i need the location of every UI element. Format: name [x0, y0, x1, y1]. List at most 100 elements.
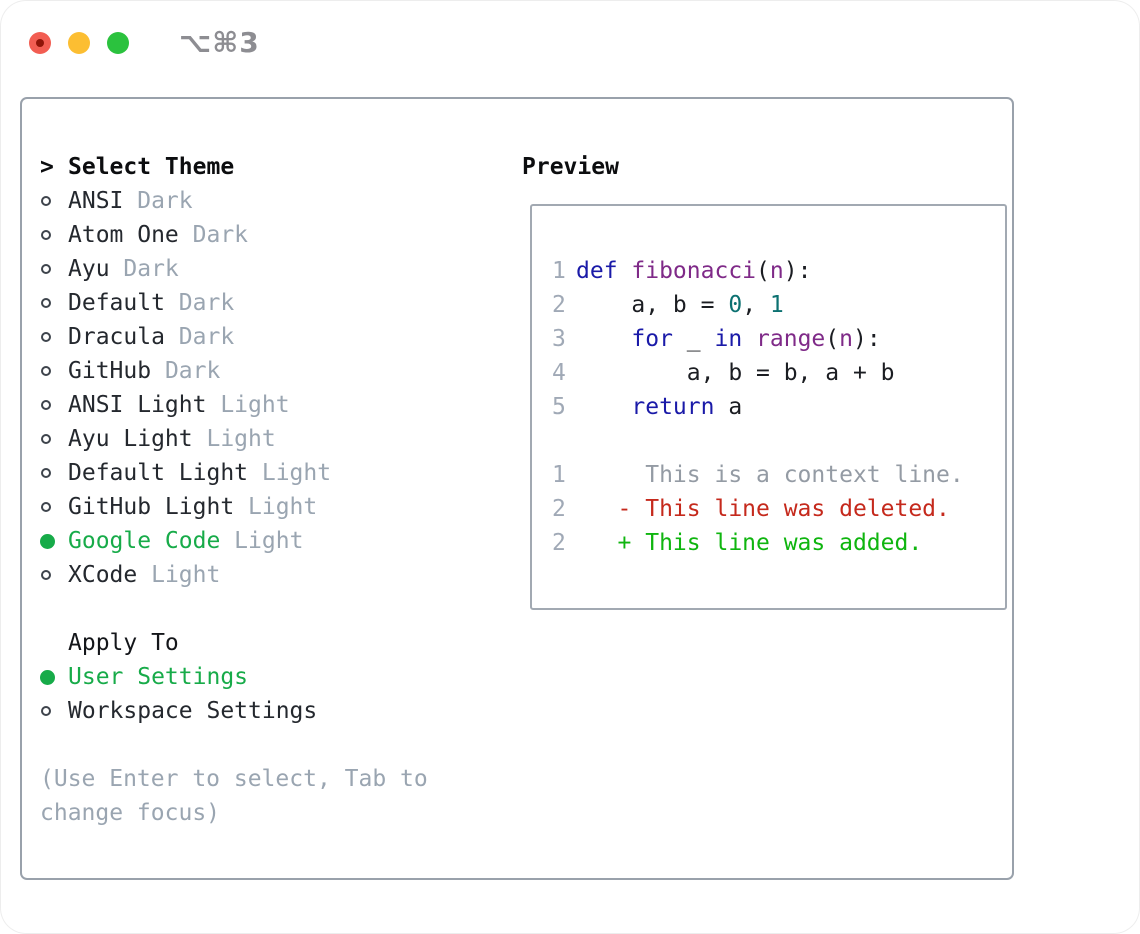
theme-option[interactable]: Ayu Light Light [40, 422, 502, 456]
theme-option[interactable]: ANSI Dark [40, 184, 502, 218]
code-token-plain [576, 326, 631, 352]
option-label: Ayu Light [68, 426, 193, 452]
option-variant-label: Light [192, 426, 276, 452]
code-token-plain: ): [783, 258, 812, 284]
preview-code-line: 2 a, b = 0, 1 [552, 288, 1005, 322]
code-token-plain: ( [756, 258, 770, 284]
option-label: Google Code [68, 528, 221, 554]
radio-unselected-icon [41, 502, 51, 512]
code-token-added: + This line was added. [576, 530, 923, 556]
theme-option[interactable]: Default Light Light [40, 456, 502, 490]
preview-code-line [552, 424, 1005, 458]
radio-unselected-icon [41, 332, 51, 342]
prompt-caret-icon: > [40, 154, 54, 180]
option-label: GitHub Light [68, 494, 235, 520]
theme-option[interactable]: ANSI Light Light [40, 388, 502, 422]
code-token-keyword: return [631, 394, 715, 420]
option-label: GitHub [68, 358, 152, 384]
theme-option[interactable]: GitHub Light Light [40, 490, 502, 524]
radio-unselected-icon [41, 570, 51, 580]
radio-unselected-icon [41, 468, 51, 478]
theme-option[interactable]: Atom One Dark [40, 218, 502, 252]
keyboard-hint: (Use Enter to select, Tab to change focu… [40, 766, 428, 826]
option-label: Default Light [68, 460, 249, 486]
option-label: User Settings [68, 664, 249, 690]
option-label: Atom One [68, 222, 179, 248]
line-number: 1 [552, 258, 566, 284]
code-token-function: n [769, 258, 784, 284]
apply-to-option[interactable]: User Settings [40, 660, 502, 694]
code-token-function: range [756, 326, 826, 352]
line-number: 2 [552, 530, 566, 556]
option-variant-label: Light [248, 460, 332, 486]
close-button-icon[interactable] [29, 31, 51, 54]
code-token-deleted: - This line was deleted. [576, 496, 950, 522]
preview-code-line: 5 return a [552, 390, 1005, 424]
code-token-keyword: def [576, 258, 632, 284]
radio-unselected-icon [41, 196, 51, 206]
code-token-plain: , [742, 292, 770, 318]
apply-to-option[interactable]: Workspace Settings [40, 694, 502, 728]
code-token-keyword: in [714, 326, 743, 352]
theme-option[interactable]: Dracula Dark [40, 320, 502, 354]
option-variant-label: Dark [151, 358, 221, 384]
preview-code-line: 2 - This line was deleted. [552, 492, 1005, 526]
radio-unselected-icon [41, 366, 51, 376]
code-token-keyword: for [631, 326, 673, 352]
radio-unselected-icon [41, 298, 51, 308]
titlebar: ⌥⌘3 [29, 26, 260, 59]
line-number: 2 [552, 292, 566, 318]
theme-option[interactable]: GitHub Dark [40, 354, 502, 388]
select-theme-header: > Select Theme [40, 150, 502, 184]
zoom-button-icon[interactable] [107, 31, 129, 54]
line-number: 5 [552, 394, 566, 420]
option-variant-label: Light [234, 494, 318, 520]
code-token-plain [742, 326, 756, 352]
option-variant-label: Dark [109, 256, 179, 282]
select-theme-title: Select Theme [68, 154, 235, 180]
theme-option[interactable]: Ayu Dark [40, 252, 502, 286]
code-token-literal: 1 [769, 292, 784, 318]
option-label: Default [68, 290, 165, 316]
preview-code-line: 1 def fibonacci(n): [552, 254, 1005, 288]
option-label: Ayu [68, 256, 110, 282]
window-title: ⌥⌘3 [179, 26, 260, 59]
option-variant-label: Light [137, 562, 221, 588]
option-label: ANSI [68, 188, 124, 214]
preview-code-line: 2 + This line was added. [552, 526, 1005, 560]
code-token-plain: a, b = b, a + b [576, 360, 895, 386]
option-variant-label: Light [206, 392, 290, 418]
radio-unselected-icon [41, 434, 51, 444]
option-label: Workspace Settings [68, 698, 318, 724]
code-token-plain: ): [853, 326, 881, 352]
option-label: Dracula [68, 324, 165, 350]
radio-selected-icon [40, 533, 55, 549]
theme-option[interactable]: Default Dark [40, 286, 502, 320]
radio-unselected-icon [41, 400, 51, 410]
minimize-button-icon[interactable] [68, 31, 90, 54]
code-token-literal: 0 [728, 292, 743, 318]
code-token-context: This is a context line. [576, 462, 964, 488]
code-token-plain: ( [825, 326, 840, 352]
preview-code-line: 4 a, b = b, a + b [552, 356, 1005, 390]
theme-option[interactable]: XCode Light [40, 558, 502, 592]
code-token-plain [576, 394, 631, 420]
option-variant-label: Dark [178, 222, 249, 248]
code-token-function: fibonacci [631, 258, 757, 284]
code-token-function: n [839, 326, 854, 352]
radio-unselected-icon [41, 264, 51, 274]
option-label: ANSI Light [68, 392, 207, 418]
option-variant-label: Dark [164, 324, 235, 350]
preview-code-line: 3 for _ in range(n): [552, 322, 1005, 356]
line-number: 1 [552, 462, 566, 488]
theme-option[interactable]: Google Code Light [40, 524, 502, 558]
line-number: 4 [552, 360, 566, 386]
apply-to-header: Apply To [40, 626, 502, 660]
